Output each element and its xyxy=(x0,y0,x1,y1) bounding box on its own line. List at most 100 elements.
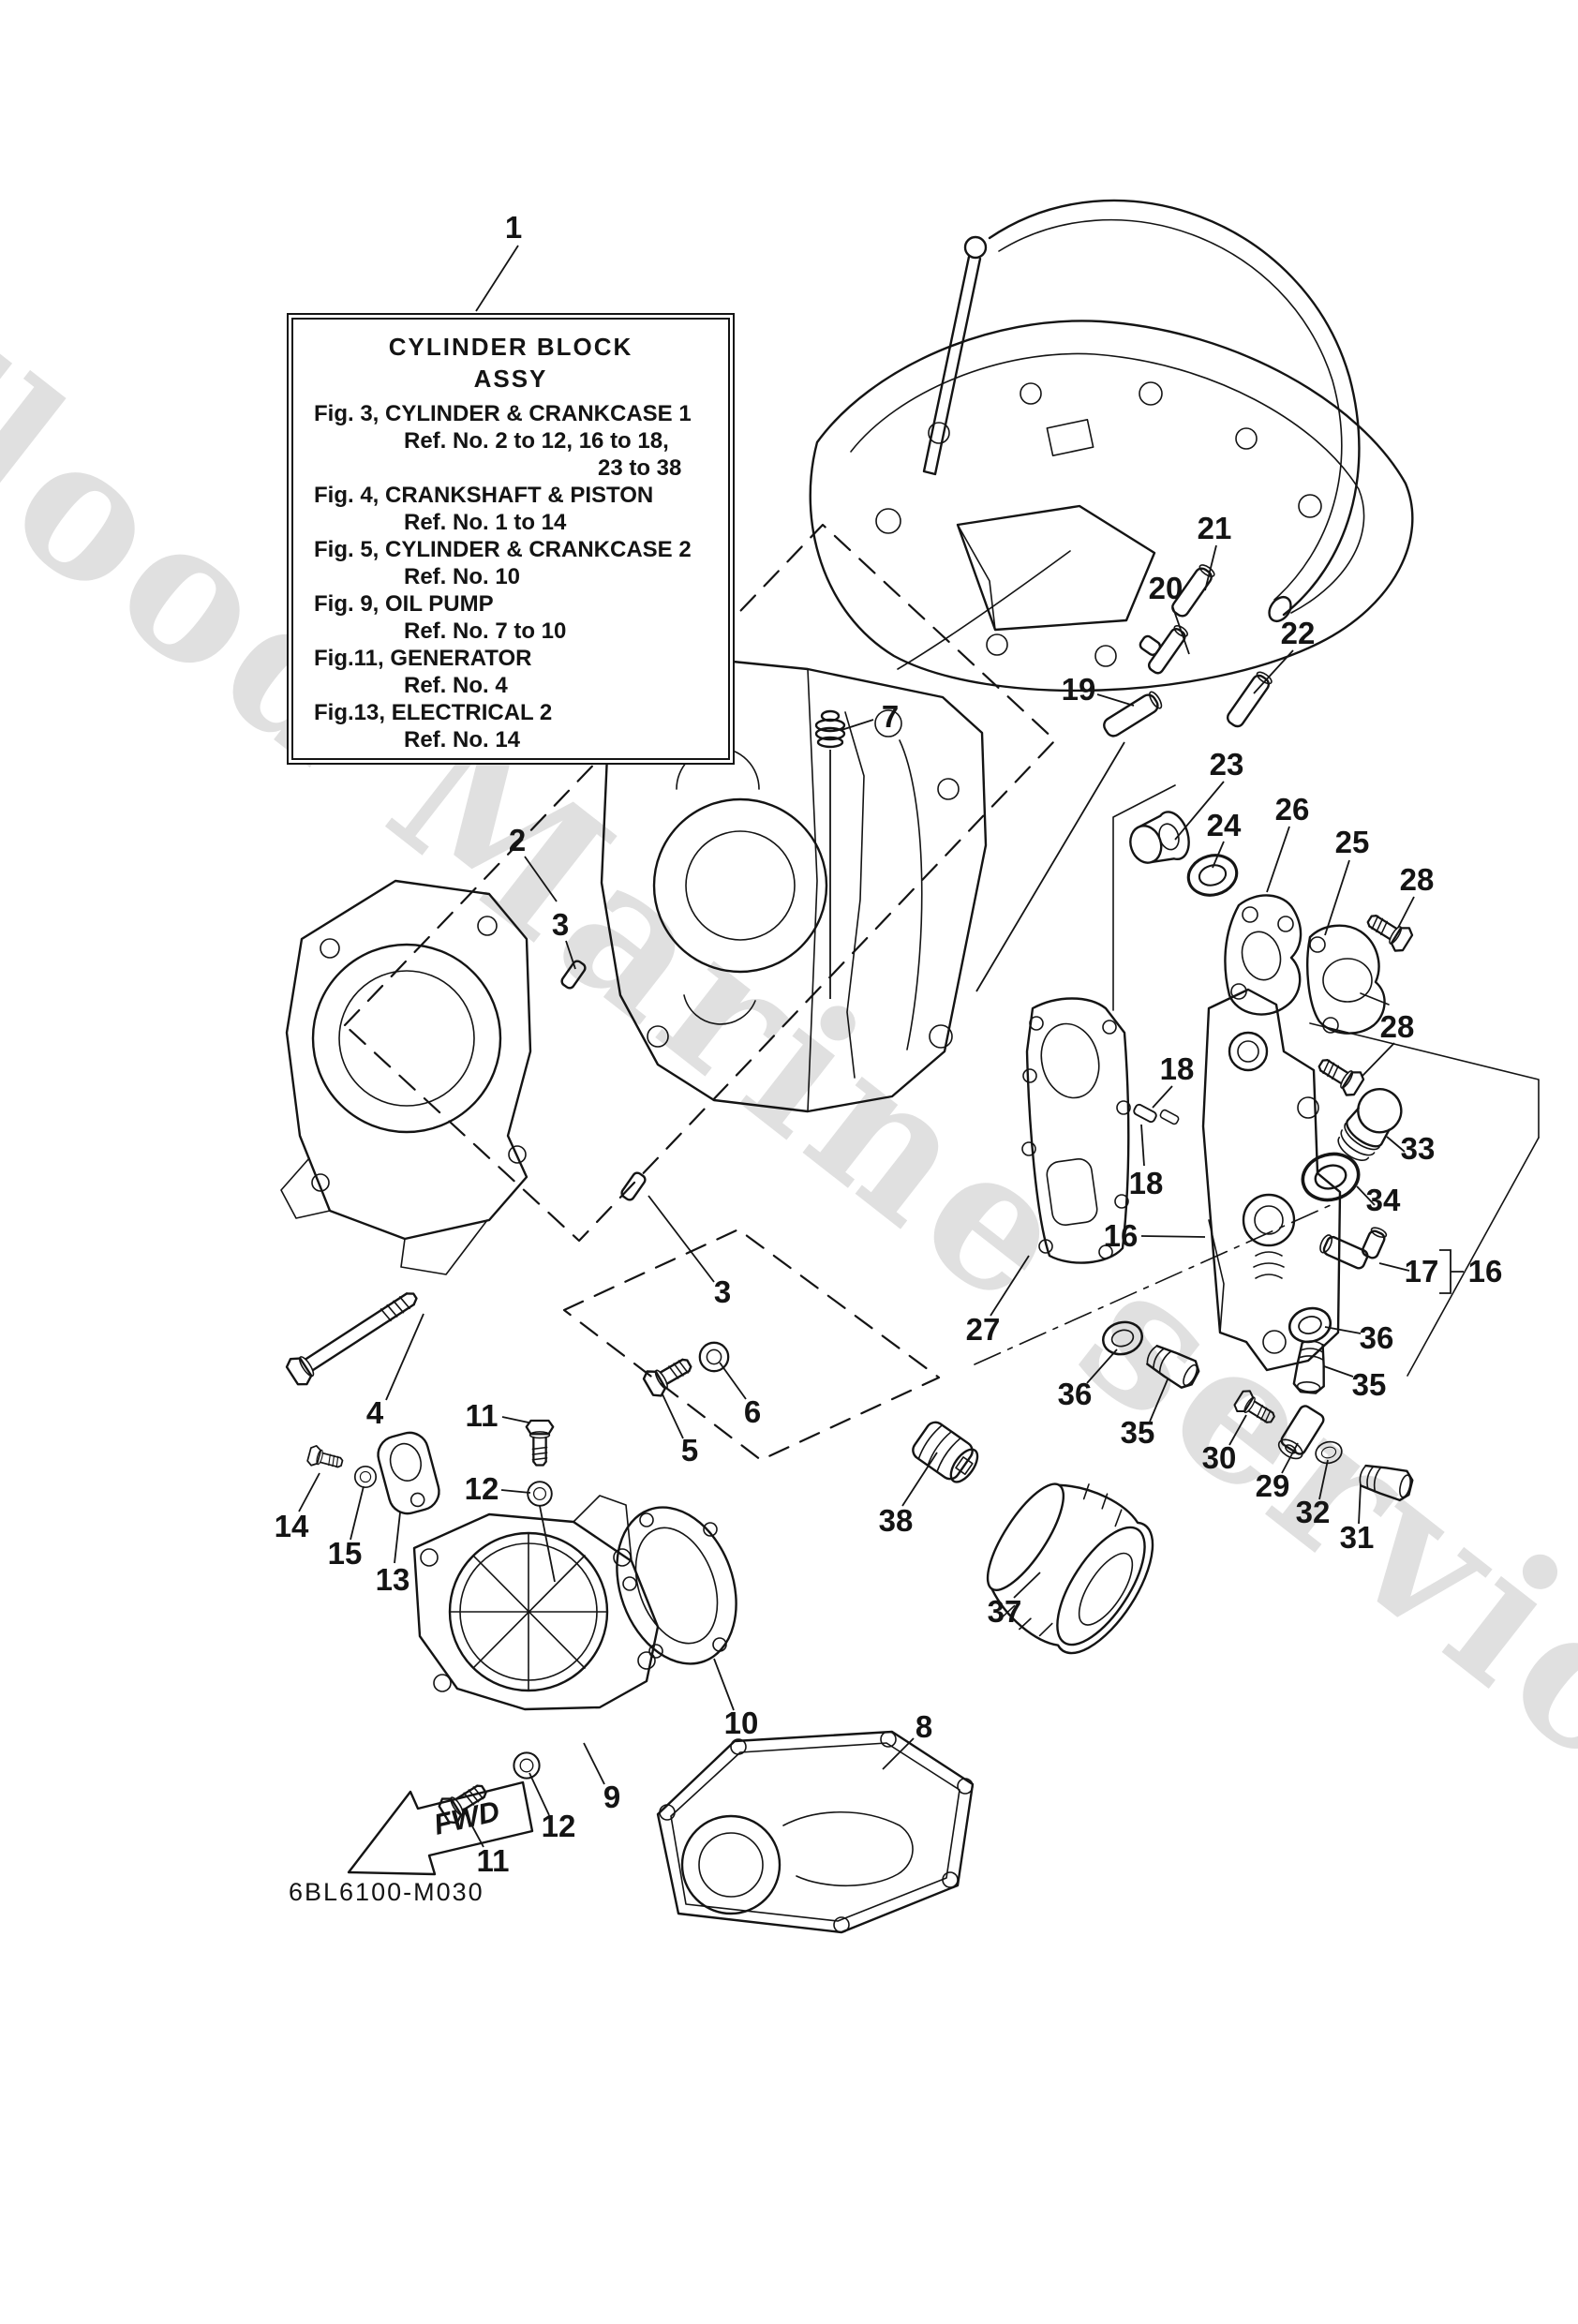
callout-number: 10 xyxy=(724,1706,759,1741)
callout-number-text: 9 xyxy=(603,1780,621,1814)
callout-number: 34 xyxy=(1366,1183,1401,1218)
callout-number-text: 25 xyxy=(1334,825,1370,859)
anode-plate-13 xyxy=(377,1431,440,1515)
callout-number-text: 36 xyxy=(1057,1377,1093,1411)
callout-number: 23 xyxy=(1210,747,1244,782)
figure-reference-text: Ref. No. 2 to 12, 16 to 18, xyxy=(404,428,669,454)
callout-number-text: 28 xyxy=(1379,1009,1415,1044)
callout-number: 2 xyxy=(509,823,526,858)
info-box-title: CYLINDER BLOCK xyxy=(388,333,633,361)
mount-cover xyxy=(412,1495,660,1711)
figure-reference-line: Ref. No. 10 xyxy=(293,563,728,590)
callout-number: 14 xyxy=(275,1509,309,1544)
callout-number-text: 34 xyxy=(1365,1183,1401,1217)
figure-reference-line: Ref. No. 4 xyxy=(293,672,728,699)
drawing-code: 6BL6100-M030 xyxy=(289,1878,484,1906)
callout-number: 15 xyxy=(328,1536,363,1572)
callout-number-text: 20 xyxy=(1148,571,1184,605)
callout-number: 31 xyxy=(1340,1520,1375,1556)
callout-number-text: 11 xyxy=(476,1843,510,1878)
callout-number: 18 xyxy=(1160,1051,1195,1087)
spacer-29 xyxy=(1277,1405,1325,1460)
figure-reference-line: Fig.13, ELECTRICAL 2 xyxy=(293,699,728,726)
figure-reference-text: Ref. No. 10 xyxy=(404,564,521,589)
figure-reference-text: Fig. 5, CYLINDER & CRANKCASE 2 xyxy=(314,537,692,562)
figure-reference-text: Fig.13, ELECTRICAL 2 xyxy=(314,700,553,725)
callout-number-text: 37 xyxy=(987,1594,1022,1629)
callout-number: 29 xyxy=(1256,1468,1290,1504)
callout-number-text: 33 xyxy=(1400,1131,1436,1166)
callout-number-text: 32 xyxy=(1295,1495,1331,1529)
callout-number-text: 5 xyxy=(680,1433,699,1467)
figure-reference-text: Fig.11, GENERATOR xyxy=(314,646,532,671)
figure-reference-line: Fig. 3, CYLINDER & CRANKCASE 1 xyxy=(293,400,728,427)
callout-number: 21 xyxy=(1198,511,1232,546)
info-box-inner-border: CYLINDER BLOCK ASSY Fig. 3, CYLINDER & C… xyxy=(291,318,730,760)
callout-number: 25 xyxy=(1335,825,1370,860)
callout-number-text: 3 xyxy=(551,907,570,942)
callout-number-text: 35 xyxy=(1120,1415,1155,1450)
callout-number-text: 14 xyxy=(274,1509,309,1543)
callout-number: 1 xyxy=(505,210,522,246)
figure-reference-text: Ref. No. 1 to 14 xyxy=(404,510,567,535)
callout-number-text: 31 xyxy=(1339,1520,1375,1555)
callout-number-text: 12 xyxy=(464,1471,499,1506)
callout-number-text: 17 xyxy=(1404,1254,1439,1289)
figure-reference-text: Fig. 9, OIL PUMP xyxy=(314,591,494,617)
callout-number: 13 xyxy=(376,1562,410,1598)
callout-number-text: 4 xyxy=(365,1395,384,1430)
callout-number: 22 xyxy=(1281,616,1316,651)
elbow-fitting-17 xyxy=(1319,1227,1388,1270)
callout-number-text: 18 xyxy=(1159,1051,1195,1086)
callout-number-text: 30 xyxy=(1201,1440,1237,1475)
thermostat-parts xyxy=(1129,811,1390,1035)
oil-seal-plug xyxy=(814,709,846,749)
callout-number: 4 xyxy=(366,1395,383,1431)
callout-number-text: 36 xyxy=(1359,1320,1394,1355)
info-box-subtitle: ASSY xyxy=(473,365,548,393)
callout-number: 17 xyxy=(1405,1254,1439,1289)
callout-number: 36 xyxy=(1058,1377,1093,1412)
callout-number: 35 xyxy=(1121,1415,1155,1451)
figure-reference-text: Ref. No. 7 to 10 xyxy=(404,618,567,644)
callout-number-text: 26 xyxy=(1274,792,1310,827)
thermostat-cup xyxy=(1129,811,1190,864)
callout-number-text: 35 xyxy=(1351,1367,1387,1402)
callout-number-text: 21 xyxy=(1197,511,1232,545)
callout-number: 30 xyxy=(1202,1440,1237,1476)
callout-number: 5 xyxy=(681,1433,698,1468)
figure-reference-line: Fig. 9, OIL PUMP xyxy=(293,590,728,618)
callout-number-text: 11 xyxy=(465,1398,499,1433)
bottom-cover-gasket xyxy=(656,1730,975,1934)
callout-number-text: 38 xyxy=(878,1503,914,1538)
callout-number: 8 xyxy=(916,1709,932,1745)
oil-filter xyxy=(986,1482,1154,1655)
callout-number-text: 6 xyxy=(743,1394,762,1429)
callout-number: 28 xyxy=(1400,862,1435,898)
figure-reference-line: Ref. No. 7 to 10 xyxy=(293,618,728,645)
callout-number-text: 7 xyxy=(881,699,900,734)
callout-number-text: 24 xyxy=(1206,808,1242,842)
oil-plug-33 xyxy=(1337,1088,1403,1161)
callout-number-text: 23 xyxy=(1209,747,1244,782)
figure-reference-list: Fig. 3, CYLINDER & CRANKCASE 1 Ref. No. … xyxy=(293,400,728,753)
dipstick xyxy=(922,235,988,476)
callout-number-text: 13 xyxy=(375,1562,410,1597)
leader-lines xyxy=(298,245,1464,1848)
callout-number-text: 12 xyxy=(541,1809,576,1843)
callout-number-text: 16 xyxy=(1103,1218,1139,1253)
callout-number: 3 xyxy=(714,1274,731,1310)
figure-reference-line: Ref. No. 14 xyxy=(293,726,728,753)
callout-number: 18 xyxy=(1129,1166,1164,1201)
callout-number: 11 xyxy=(466,1398,499,1434)
figure-reference-line: Ref. No. 2 to 12, 16 to 18, xyxy=(293,427,728,454)
callout-number-text: 10 xyxy=(723,1706,759,1740)
thermostat-cover xyxy=(1306,924,1390,1035)
callout-number: 33 xyxy=(1401,1131,1436,1167)
set-screw-38 xyxy=(912,1421,979,1483)
callout-number: 35 xyxy=(1352,1367,1387,1403)
breather-hose xyxy=(897,199,1361,670)
